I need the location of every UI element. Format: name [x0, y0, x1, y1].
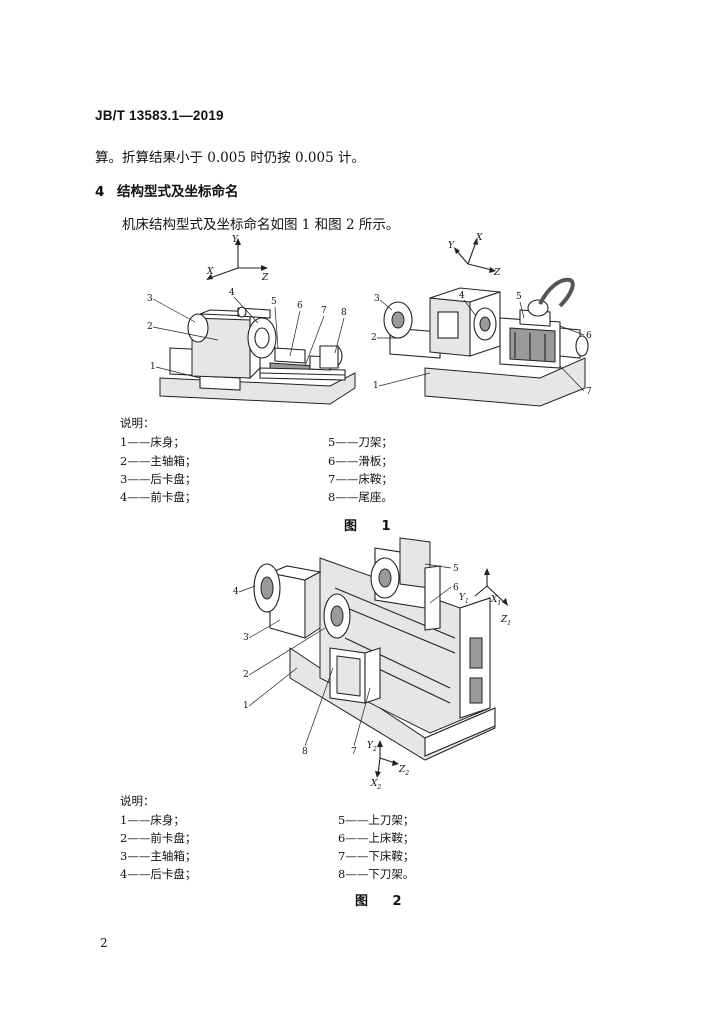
continuation-paragraph: 算。折算结果小于 0.005 时仍按 0.005 计。 [95, 150, 365, 166]
fig1-left-callout-6: 6 [297, 301, 303, 311]
fig2-callout-6: 6 [453, 583, 459, 593]
figure2-legend-item: 6——上床鞍； [338, 831, 415, 845]
figure2-caption: 图 2 [355, 894, 412, 909]
standard-code-header: JB/T 13583.1—2019 [95, 108, 224, 123]
fig2-callout-3: 3 [243, 633, 249, 643]
fig2-axis-x1: X1 [490, 595, 501, 607]
fig1-right-axis-x: X [475, 233, 483, 243]
fig2-callout-2: 2 [243, 670, 249, 680]
figure2-legend-item: 2——前卡盘； [120, 831, 197, 845]
fig2-callout-7: 7 [351, 747, 357, 757]
figure1-legend-item: 4——前卡盘； [120, 490, 197, 504]
fig1-right-callout-1: 1 [373, 381, 379, 391]
figure1-legend-item: 2——主轴箱； [120, 454, 197, 468]
figure2-callouts: 4 3 2 1 8 7 5 6 [233, 563, 459, 757]
fig1-left-callout-8: 8 [341, 308, 347, 318]
figure1-right-lathe: 3 2 1 4 5 6 7 [371, 277, 592, 407]
fig1-right-callout-7: 7 [586, 387, 592, 397]
fig2-callout-1: 1 [243, 701, 249, 711]
fig2-axis-z2: Z2 [398, 765, 409, 777]
figure1-legend-item: 7——床鞍； [328, 472, 393, 486]
fig1-left-axis-y: Y [232, 235, 239, 245]
fig2-callout-8: 8 [302, 747, 308, 757]
figure1-drawing: Y X Z 3 2 1 4 5 6 7 8 [147, 233, 592, 407]
fig1-left-callout-7: 7 [321, 306, 327, 316]
figure2-legend-title: 说明： [120, 794, 155, 808]
figure1-legend-item: 5——刀架； [328, 435, 393, 449]
fig1-right-axis-y: Y [448, 241, 455, 251]
figure2-legend-item: 4——后卡盘； [120, 867, 197, 881]
figure2-lathe [253, 537, 496, 761]
figure1-left-lathe: 3 2 1 4 5 6 7 8 [147, 288, 356, 405]
figure1-right-axes: Y X Z [448, 233, 501, 278]
figure1-caption: 图 1 [344, 519, 401, 534]
fig1-right-callout-5: 5 [516, 292, 522, 302]
fig1-right-axis-z: Z [493, 268, 501, 278]
fig1-left-callout-4: 4 [229, 288, 235, 298]
fig2-axis-z1: Z1 [500, 615, 511, 627]
fig1-right-callout-2: 2 [371, 333, 377, 343]
figure2-legend-item: 5——上刀架； [338, 813, 415, 827]
fig1-left-callout-5: 5 [271, 297, 277, 307]
fig2-axis-y1: Y1 [459, 593, 469, 605]
figure1-legend-title: 说明： [120, 416, 155, 430]
fig2-axis-x2: X2 [370, 779, 381, 791]
fig2-axis-y2: Y2 [367, 741, 377, 753]
fig1-left-callout-2: 2 [147, 322, 153, 332]
figure1-legend-item: 6——滑板； [328, 454, 393, 468]
fig1-left-axis-x: X [206, 267, 214, 277]
figure1-left-axes: Y X Z [206, 235, 269, 283]
fig1-right-callout-4: 4 [459, 291, 465, 301]
section-number: 4 [95, 184, 105, 200]
figure2-legend-item: 7——下床鞍； [338, 849, 415, 863]
fig1-right-callout-6: 6 [586, 331, 592, 341]
figure1-legend-item: 1——床身； [120, 435, 185, 449]
fig2-callout-4: 4 [233, 587, 239, 597]
fig1-left-callout-3: 3 [147, 294, 153, 304]
figure2-legend-item: 1——床身； [120, 813, 185, 827]
figure2-upper-axes: Y1 X1 Z1 [459, 568, 511, 627]
figure1-legend-item: 3——后卡盘； [120, 472, 197, 486]
fig2-callout-5: 5 [453, 564, 459, 574]
figure2-drawing: Y1 X1 Z1 Y2 Z2 X2 4 3 2 1 8 7 5 6 [233, 537, 511, 791]
fig1-left-callout-1: 1 [150, 362, 156, 372]
section-heading: 4 结构型式及坐标命名 [95, 180, 239, 200]
fig1-right-callout-3: 3 [374, 294, 380, 304]
fig1-left-axis-z: Z [261, 273, 269, 283]
intro-paragraph: 机床结构型式及坐标命名如图 1 和图 2 所示。 [122, 217, 400, 233]
figure2-legend-item: 8——下刀架。 [338, 867, 415, 881]
section-title: 结构型式及坐标命名 [117, 184, 239, 200]
figure1-legend-item: 8——尾座。 [328, 490, 393, 504]
figure2-lower-axes: Y2 Z2 X2 [367, 740, 409, 791]
figure2-legend-item: 3——主轴箱； [120, 849, 197, 863]
page-number: 2 [100, 936, 108, 950]
